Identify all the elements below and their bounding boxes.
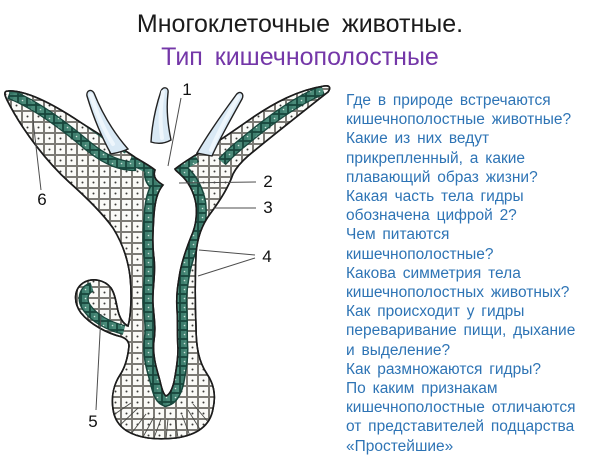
question-line: кишечнополостные животные? [346,111,572,129]
question-line: и выделение? [346,341,451,359]
leader-2-cavity [178,181,257,184]
questions-panel: Где в природе встречаются кишечнополостны… [346,91,598,456]
body-outline [4,85,331,440]
question-line: По каким признакам [346,380,498,398]
hydra-section-diagram: 1 2 3 4 5 6 [4,80,331,440]
question-line: плавающий образ жизни? [346,168,538,186]
leader-1-mouth [167,97,182,167]
label-5: 5 [88,412,97,431]
label-2: 2 [263,172,272,191]
question-line: кишечнополостных животных? [346,284,570,302]
question-line: обозначена цифрой 2? [346,207,517,225]
label-1: 1 [182,80,191,99]
leader-4a-endoderm [198,249,256,256]
question-line: переваривание пищи, дыхание [346,322,576,340]
slide-title: Многоклеточные животные. Тип кишечнополо… [0,8,600,73]
title-line-1: Многоклеточные животные. [136,10,464,38]
leader-lines [32,97,257,411]
question-line: Где в природе встречаются [346,92,551,109]
question-line: прикрепленный, а какие [346,149,526,167]
question-line: кишечнополостные отличаются [346,399,576,417]
leader-5-bud [95,313,102,411]
number-labels: 1 2 3 4 5 6 [37,80,272,431]
question-line: кишечнополостные? [346,245,494,263]
question-line: «Простейшие» [346,437,454,455]
question-line: Какие из них ведут [346,130,490,148]
question-line: Какая часть тела гидры [346,188,524,206]
label-6: 6 [37,190,46,209]
question-line: Как размножаются гидры? [346,360,541,378]
label-4: 4 [262,247,271,266]
question-line: Чем питаются [346,226,450,244]
leader-4b-endoderm [197,257,256,277]
tentacles [86,87,244,157]
question-line: Какова симметрия тела [346,264,521,282]
tentacle-left [86,89,130,155]
title-line-2: Тип кишечнополостные [161,43,439,71]
question-line: Как происходит у гидры [346,303,525,321]
leader-6-tentacle [32,119,42,191]
question-line: от представителей подцарства [346,418,575,436]
label-3: 3 [263,198,272,217]
